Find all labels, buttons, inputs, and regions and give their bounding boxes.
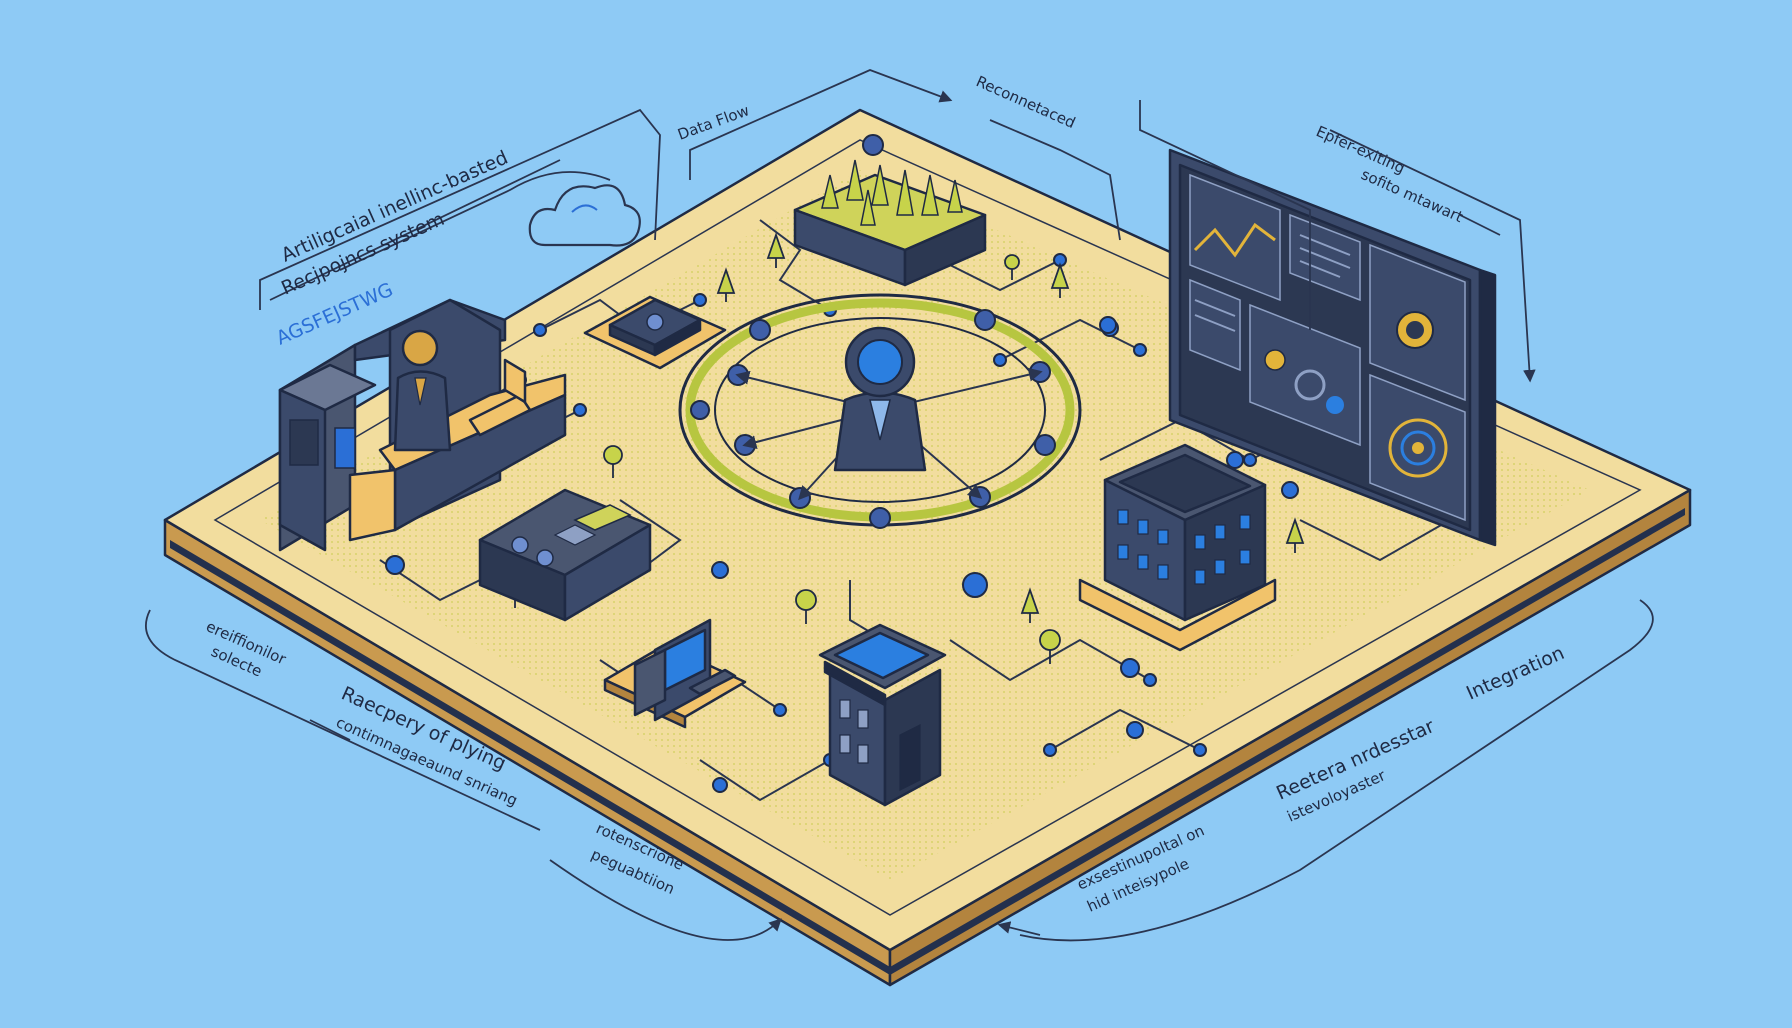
computer-icon — [633, 628, 737, 717]
node-dot — [773, 703, 787, 717]
node-dot — [1143, 673, 1157, 687]
tree-icon — [1039, 629, 1061, 664]
building-icon — [1117, 509, 1251, 585]
node-dot — [711, 561, 729, 579]
trees — [505, 232, 1305, 664]
hub-ring-inner — [714, 317, 1046, 503]
node-dot — [573, 403, 587, 417]
tree-icon — [795, 589, 817, 624]
node-dot — [1226, 451, 1244, 469]
tree-icon — [716, 267, 736, 302]
node-dot — [1243, 453, 1257, 467]
cloud-icon — [528, 184, 641, 247]
forest-block — [793, 134, 987, 287]
hub-node — [1034, 434, 1056, 456]
node-dot — [533, 323, 547, 337]
hub-node — [690, 400, 710, 420]
label-existing-software-2: sofito mtawart — [1358, 165, 1465, 226]
label-existing-software-1: Epfer-exiting — [1313, 122, 1407, 177]
device-icon — [646, 313, 664, 331]
dashboard-panel — [1168, 148, 1497, 547]
tree-icon — [1050, 262, 1070, 298]
tree-icon — [766, 232, 786, 268]
operator-desk — [278, 298, 567, 552]
tree-icon — [1285, 517, 1305, 553]
node-dot — [1120, 658, 1140, 678]
tree-icon — [603, 445, 623, 478]
platform-inner-border — [213, 139, 1642, 916]
operator-icon — [393, 329, 452, 452]
node-dot — [1281, 481, 1299, 499]
device-pad — [583, 295, 727, 370]
annotation-lines — [145, 69, 1654, 942]
dashboard-icon — [1189, 173, 1466, 522]
node-dot — [1043, 743, 1057, 757]
node-dot — [1126, 721, 1144, 739]
node-dot — [693, 293, 707, 307]
tree-icon — [1020, 587, 1040, 623]
server-icon — [511, 504, 632, 567]
connection-nodes — [293, 253, 1457, 793]
label-data-flow: Data Flow — [675, 101, 751, 144]
hub-node — [974, 309, 996, 331]
tree-icon — [1004, 254, 1020, 280]
node-dot — [962, 572, 988, 598]
central-hub — [678, 293, 1082, 529]
control-unit — [478, 488, 652, 622]
tree-icon — [821, 159, 963, 226]
label-integration: Integration — [1463, 642, 1568, 705]
node-dot — [993, 353, 1007, 367]
hub-node — [869, 507, 891, 529]
hub-node — [749, 319, 771, 341]
node-dot — [385, 555, 405, 575]
workstation — [603, 618, 747, 729]
node-dot — [1133, 343, 1147, 357]
node-dot — [1099, 316, 1117, 334]
office-building — [1078, 443, 1277, 652]
person-pin-icon — [833, 326, 927, 472]
label-reconnected: Reconnetaced — [973, 72, 1078, 132]
node-dot — [712, 777, 728, 793]
node-dot — [1193, 743, 1207, 757]
small-building — [818, 623, 947, 807]
building-icon — [839, 699, 921, 791]
